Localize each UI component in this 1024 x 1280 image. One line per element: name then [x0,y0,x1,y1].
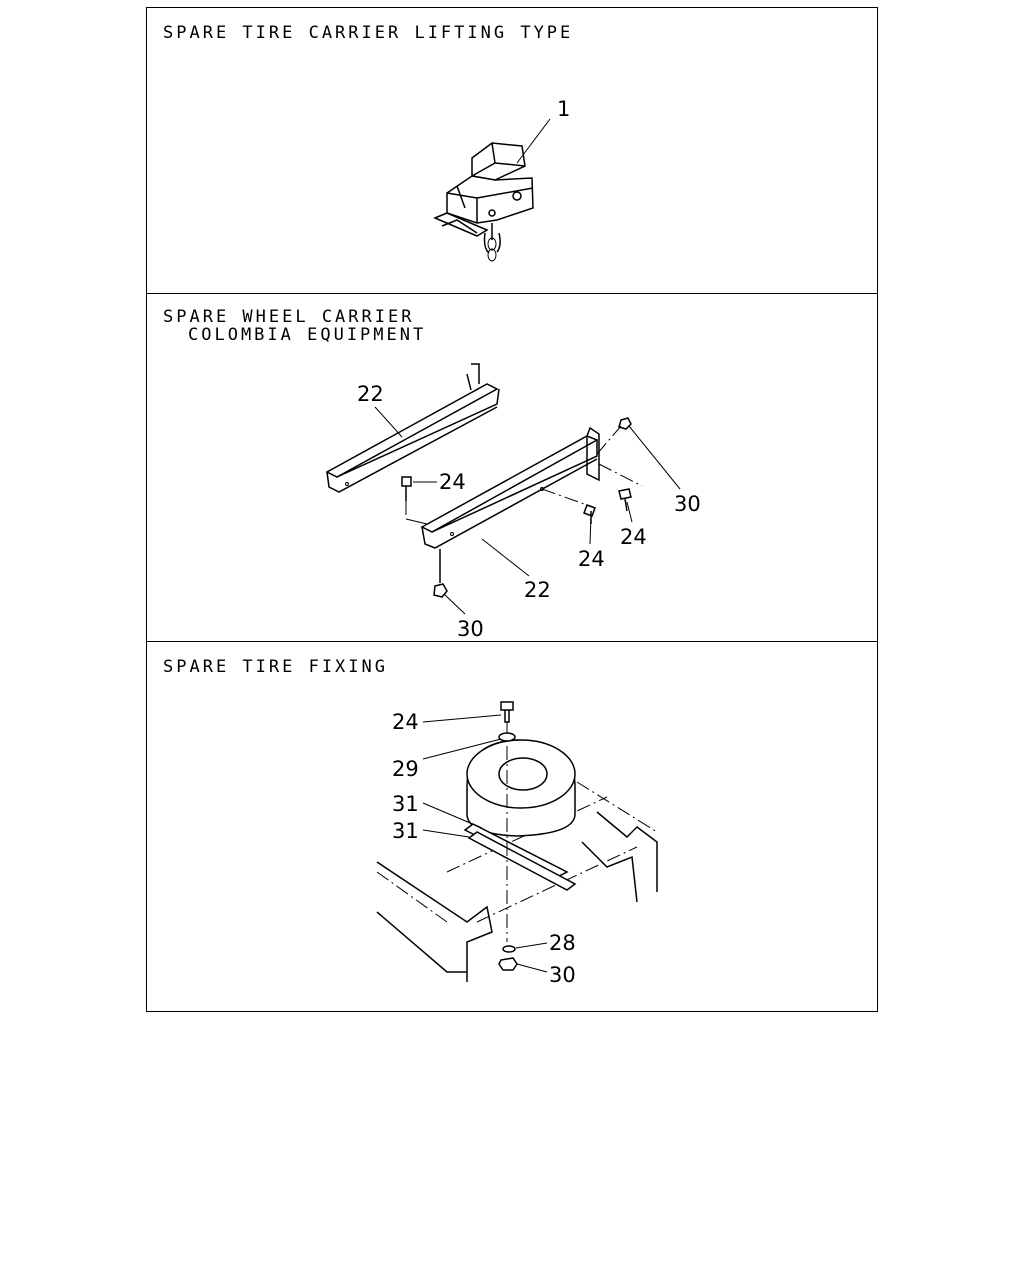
callout-31-upper: 31 [392,792,483,829]
svg-text:29: 29 [392,757,419,781]
panel-title: SPARE TIRE CARRIER LIFTING TYPE [163,23,574,43]
panel-colombia-equipment: SPARE WHEEL CARRIER COLOMBIA EQUIPMENT [147,294,877,642]
bolt-top [500,701,514,723]
callout-28: 28 [515,931,576,955]
support-bars [463,823,577,891]
callout-24-left: 24 [413,470,466,494]
callout-31-lower: 31 [392,819,470,843]
lower-rail [420,426,600,549]
callout-1: 1 [516,97,570,164]
panel-title: SPARE TIRE FIXING [163,657,388,677]
svg-text:31: 31 [392,819,419,843]
svg-text:1: 1 [557,97,570,121]
callout-24-right: 24 [620,501,647,549]
bolt-right [618,488,632,512]
spare-tire [466,739,576,837]
svg-text:22: 22 [357,382,384,406]
parts-sheet: SPARE TIRE CARRIER LIFTING TYPE [146,7,878,1012]
callout-30-upper: 30 [628,425,701,516]
vehicle-frame [376,781,658,982]
bolt-left [401,476,412,501]
svg-text:24: 24 [439,470,466,494]
winch-assembly [433,142,534,262]
nut-upper [618,417,632,430]
svg-text:30: 30 [549,963,576,987]
wheel-carrier-illustration: 22 24 30 24 24 22 [325,363,701,641]
washer-28 [502,945,516,953]
svg-text:30: 30 [674,492,701,516]
bolt-middle [583,504,596,524]
svg-text:24: 24 [578,547,605,571]
svg-text:22: 22 [524,578,551,602]
callout-29: 29 [392,738,502,781]
callout-30-lower: 30 [443,593,484,641]
upper-rail [325,363,500,493]
panel-title-line2: COLOMBIA EQUIPMENT [188,325,427,345]
callout-22-lower: 22 [481,538,551,602]
panel-title-line1: SPARE WHEEL CARRIER [163,307,415,327]
callout-30: 30 [516,963,576,987]
washer-29 [498,732,516,742]
callout-24: 24 [392,710,502,734]
svg-text:31: 31 [392,792,419,816]
nut-30 [498,957,518,971]
svg-text:24: 24 [620,525,647,549]
svg-text:24: 24 [392,710,419,734]
carrier-winch-illustration: 1 [433,97,570,262]
callout-24-middle: 24 [578,515,605,571]
callout-22-upper: 22 [357,382,403,438]
panel-tire-fixing: SPARE TIRE FIXING [147,642,877,1011]
panel-lifting-type: SPARE TIRE CARRIER LIFTING TYPE [147,8,877,294]
svg-text:28: 28 [549,931,576,955]
tire-fixing-illustration: 24 29 31 31 28 30 [376,701,658,987]
svg-text:30: 30 [457,617,484,641]
